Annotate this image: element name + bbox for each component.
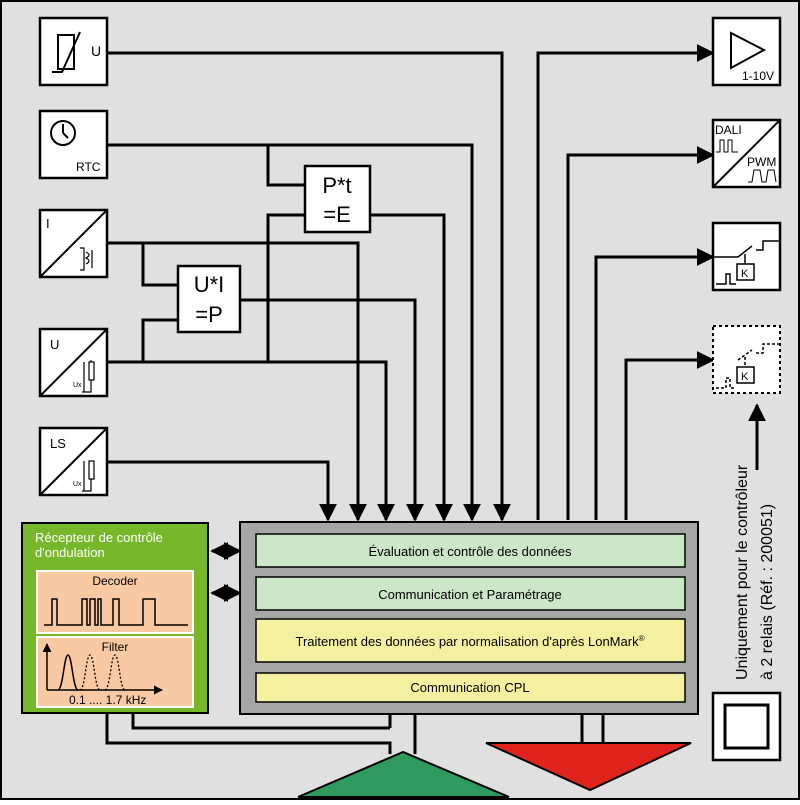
filter-label: Filter	[102, 640, 129, 654]
layer-evaluation-label: Évaluation et contrôle des données	[368, 544, 572, 559]
switch-icon	[716, 343, 780, 389]
resistor-icon	[82, 460, 95, 492]
wires	[105, 44, 766, 754]
ls-label: LS	[50, 436, 66, 451]
filter-graph	[42, 643, 163, 695]
switch-icon	[713, 240, 780, 285]
resistor-icon	[82, 360, 95, 393]
decoder-label: Decoder	[92, 574, 137, 588]
frequency-label: 0.1 .... 1.7 kHz	[69, 693, 146, 707]
current-label: I	[46, 216, 50, 231]
ripple-title-line2: d'ondulation	[35, 545, 105, 560]
energy-calc-box: P*t =E	[303, 164, 372, 234]
relay-optional-box: K	[712, 325, 781, 394]
ripple-title-line1: Récepteur de contrôle	[35, 530, 163, 545]
current-sensor-box: I	[38, 208, 109, 279]
analog-output-box: 1-10V	[711, 16, 782, 87]
dali-signal-icon	[716, 139, 738, 153]
ux-label-ls: Ux	[73, 481, 82, 488]
layer-lonmark	[255, 618, 686, 663]
note-line1: Uniquement pour le contrôleur	[734, 464, 751, 680]
voltage-sensor-label: U	[91, 43, 101, 59]
light-sensor-box: LS Ux	[38, 426, 109, 497]
decoder-signal	[44, 598, 188, 626]
red-triangle	[485, 742, 692, 792]
note-line2: à 2 relais (Réf. : 200051)	[759, 504, 776, 680]
rtc-box: RTC	[38, 109, 109, 180]
ripple-receiver: Récepteur de contrôle d'ondulation Decod…	[21, 522, 209, 714]
relay-optional-label: K	[741, 371, 749, 383]
voltage-sensor-box: U	[38, 16, 109, 87]
note: Uniquement pour le contrôleur à 2 relais…	[734, 464, 776, 680]
power-calc-line2: =P	[195, 302, 223, 327]
relay-label: K	[741, 268, 749, 280]
green-triangle	[297, 750, 510, 798]
amplifier-icon	[730, 31, 767, 70]
clock-icon	[50, 120, 76, 146]
layer-lonmark-label: Traitement des données par normalisation…	[296, 634, 645, 649]
relay-box: K	[711, 221, 782, 292]
rtc-label: RTC	[76, 160, 101, 174]
power-calc-box: U*I =P	[176, 264, 242, 334]
layer-evaluation	[255, 533, 686, 568]
voltage-measure-box: U Ux	[38, 327, 109, 398]
device-symbol	[711, 691, 782, 762]
layer-cpl	[255, 672, 686, 703]
processor: Évaluation et contrôle des données Commu…	[239, 521, 699, 715]
layer-cpl-label: Communication CPL	[410, 680, 529, 695]
voltage-label: U	[50, 337, 59, 352]
analog-label: 1-10V	[742, 69, 774, 83]
ux-label-u: Ux	[73, 382, 82, 389]
dali-pwm-box: DALI PWM	[711, 118, 782, 189]
layer-communication-label: Communication et Paramétrage	[378, 587, 562, 602]
coil-icon	[80, 247, 93, 271]
decoder-panel	[36, 570, 194, 634]
pwm-label: PWM	[747, 155, 776, 169]
dali-label: DALI	[715, 123, 742, 137]
energy-calc-line1: P*t	[322, 173, 351, 198]
layer-communication	[255, 576, 686, 611]
energy-calc-line2: =E	[323, 202, 351, 227]
power-calc-line1: U*I	[194, 272, 225, 297]
pwm-signal-icon	[748, 169, 777, 183]
